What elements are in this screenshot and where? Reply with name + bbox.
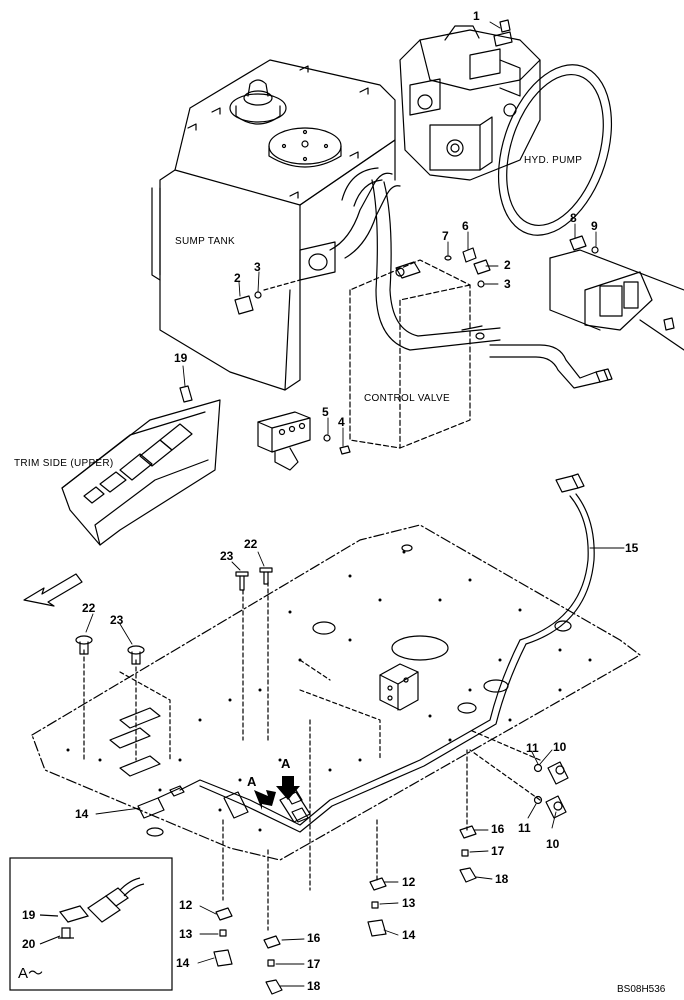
callout-1: 1 <box>473 9 480 23</box>
callout-22: 22 <box>82 601 96 615</box>
callout-17: 17 <box>491 844 505 858</box>
control-valve-fitting <box>395 261 485 340</box>
callout-17: 17 <box>307 957 321 971</box>
callout-16: 16 <box>491 822 505 836</box>
callout-10: 10 <box>553 740 567 754</box>
callout-3: 3 <box>504 277 511 291</box>
caption-sump-tank: SUMP TANK <box>175 236 235 247</box>
trim-side-upper <box>61 385 221 546</box>
callout-15: 15 <box>625 541 639 555</box>
callout-19: 19 <box>22 908 36 922</box>
fittings-top <box>234 235 599 315</box>
control-valve-outline <box>349 259 471 449</box>
sump-tank <box>151 59 396 391</box>
callout-14: 14 <box>402 928 416 942</box>
callout-23: 23 <box>220 549 234 563</box>
view-a-arrows <box>254 776 300 810</box>
callout-5: 5 <box>322 405 329 419</box>
pump-hoses <box>329 167 501 351</box>
plate-holes <box>66 550 592 832</box>
callout-9: 9 <box>591 219 598 233</box>
callout-12: 12 <box>179 898 193 912</box>
drawing-code: BS08H536 <box>617 984 666 995</box>
hydraulic-pump <box>399 19 613 236</box>
wire-harness <box>137 473 595 833</box>
callout-20: 20 <box>22 937 36 951</box>
view-a-label: A <box>281 756 291 771</box>
callout-3: 3 <box>254 260 261 274</box>
base-plate <box>31 524 641 861</box>
callout-13: 13 <box>179 927 193 941</box>
callout-23: 23 <box>110 613 124 627</box>
bolts-22-23 <box>75 567 273 665</box>
callout-13: 13 <box>402 896 416 910</box>
callout-14: 14 <box>176 956 190 970</box>
detail-marker: A～ <box>18 965 44 982</box>
callout-18: 18 <box>495 872 509 886</box>
callout-2: 2 <box>234 271 241 285</box>
callout-18: 18 <box>307 979 321 993</box>
guide-lines <box>83 279 541 931</box>
forward-arrow <box>23 573 83 607</box>
callout-22: 22 <box>244 537 258 551</box>
callout-16: 16 <box>307 931 321 945</box>
callout-14: 14 <box>75 807 89 821</box>
detail-inset <box>9 857 173 991</box>
callout-12: 12 <box>402 875 416 889</box>
right-bracket <box>549 249 684 351</box>
callout-4: 4 <box>338 415 345 429</box>
manifold-block <box>257 411 351 471</box>
return-pipe <box>489 344 613 389</box>
connectors-10-11 <box>533 761 569 819</box>
callout-19: 19 <box>174 351 188 365</box>
callout-6: 6 <box>462 219 469 233</box>
callout-11: 11 <box>518 821 531 835</box>
leader-lines <box>85 21 625 987</box>
clamp-hardware <box>213 825 477 995</box>
callout-2: 2 <box>504 258 511 272</box>
caption-trim-side: TRIM SIDE (UPPER) <box>14 458 114 469</box>
callout-11: 11 <box>526 741 539 755</box>
caption-control-valve: CONTROL VALVE <box>364 393 450 404</box>
callout-7: 7 <box>442 229 449 243</box>
callout-8: 8 <box>570 211 577 225</box>
view-a-label: A <box>247 774 257 789</box>
callout-10: 10 <box>546 837 560 851</box>
caption-hyd-pump: HYD. PUMP <box>524 155 583 166</box>
base-plate-features <box>109 544 572 837</box>
